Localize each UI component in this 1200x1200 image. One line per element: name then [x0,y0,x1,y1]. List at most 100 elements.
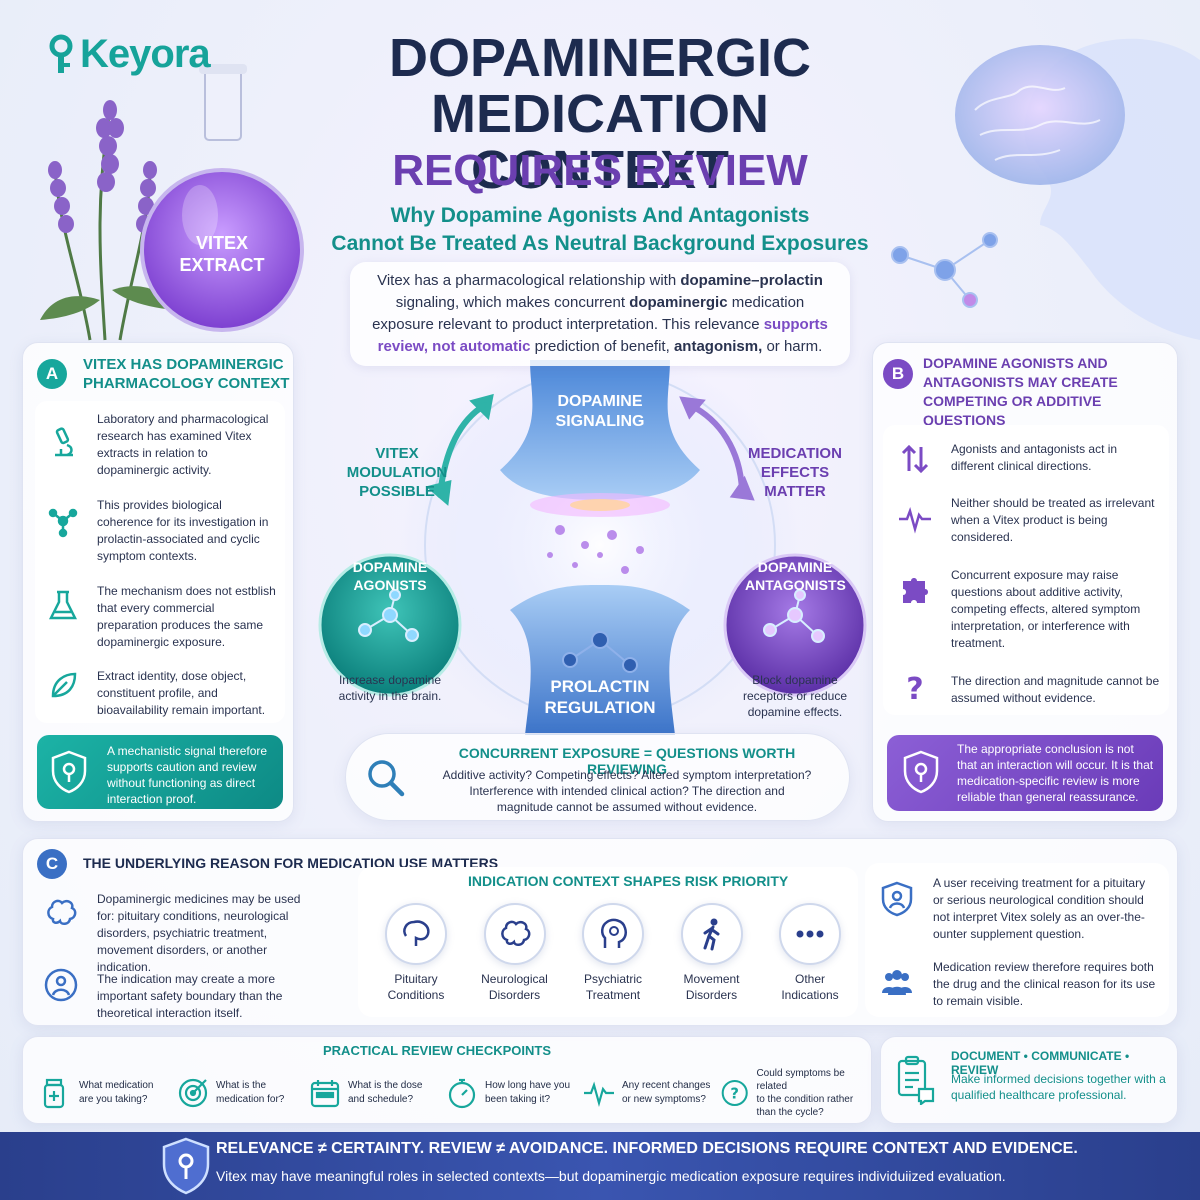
checkpoint-line: How long have you [485,1080,571,1091]
flask-icon [48,590,78,620]
intro-bold: dopaminergic [629,294,728,311]
checkpoint-text: What is the medication for? [216,1079,284,1107]
panel-b-item-2: Neither should be treated as irrelevant … [951,496,1155,544]
panel-a-callout: A mechanistic signal therefore supports … [37,735,283,809]
psychiatric-head-icon [582,903,644,965]
panel-a-title-line-1: VITEX HAS DOPAMINERGIC [83,356,284,373]
indication-label: Conditions [387,988,445,1002]
subtitle-line-1: Why Dopamine Agonists And Antagonists [390,204,810,227]
document-text: Make informed decisions together with a … [951,1072,1166,1102]
synapse-bottom-label: PROLACTIN REGULATION [544,677,656,717]
shield-icon [51,750,87,794]
panel-a-item-1: Laboratory and pharmacological research … [97,412,269,477]
neurological-brain-icon [483,903,546,965]
panel-b-title-line-2: ANTAGONISTS MAY CREATE [923,374,1118,390]
pulse-icon [584,1081,614,1108]
checkpoint-item[interactable]: How long have you been taking it? [445,1067,575,1119]
question-icon: ? [906,672,923,705]
checkpoints-list: What medication are you taking? What is t… [39,1067,869,1119]
antagonists-description: Block dopamine receptors or reduce dopam… [742,673,848,719]
stopwatch-icon [448,1078,476,1109]
indication-item[interactable]: Neurological Disorders [467,903,563,1003]
indication-list: Pituitary Conditions Neurological Disord… [368,903,858,1003]
intro-highlight: supports review, [377,316,828,355]
svg-text:?: ? [730,1086,739,1103]
concurrent-text: Additive activity? Competing effects? Al… [422,767,832,815]
lavender-plant-illustration [40,100,175,341]
flask-label-line-1: VITEX [195,233,248,253]
title-line-2: MEDICATION CONTEXT [431,84,769,200]
checkpoint-line: What is the dose [348,1080,423,1091]
logo-text: Keyora [80,32,211,76]
up-down-arrows-icon [901,444,929,474]
pill-bottle-icon [43,1078,65,1109]
indication-label: Disorders [685,988,738,1002]
leaf-icon [51,672,77,698]
flask-label-line-2: EXTRACT [179,255,265,275]
panel-b-callout-text: The appropriate conclusion is not that a… [957,742,1154,804]
panel-b-item-3: Concurrent exposure may raise questions … [951,568,1141,650]
checkpoint-line: been taking it? [485,1094,551,1105]
checkpoint-line: to the condition rather [756,1094,854,1105]
panel-c-right-item-2: Medication review therefore requires bot… [933,960,1156,1008]
intro-text: medication exposure relevant to product … [372,294,805,333]
title-line-3: REQUIRES REVIEW [392,146,808,195]
intro-text: Vitex has a pharmacological relationship… [377,272,681,289]
panel-a: A VITEX HAS DOPAMINERGIC PHARMACOLOGY CO… [22,342,294,822]
title-line-1: DOPAMINERGIC [388,28,811,88]
heartbeat-icon [899,506,931,534]
svg-text:?: ? [906,672,923,705]
indication-title: INDICATION CONTEXT SHAPES RISK PRIORITY [468,873,789,889]
intro-text: signaling, which makes concurrent [395,294,630,311]
footer-line-1: RELEVANCE ≠ CERTAINTY. REVIEW ≠ AVOIDANC… [216,1140,1078,1157]
panel-a-title: VITEX HAS DOPAMINERGIC PHARMACOLOGY CONT… [83,355,289,393]
intro-bold: antagonism, [673,338,763,355]
panel-c: C THE UNDERLYING REASON FOR MEDICATION U… [22,838,1178,1026]
calendar-icon [310,1080,340,1108]
logo-key-icon [48,33,78,77]
intro-bold: dopamine–prolactin [680,272,823,289]
concurrent-exposure-box: CONCURRENT EXPOSURE = QUESTIONS WORTH RE… [345,733,850,821]
checkpoint-text: How long have you been taking it? [485,1079,570,1107]
brain-head-illustration [891,38,1200,340]
indication-label: Movement [683,972,740,986]
checkpoint-line: medication for? [216,1094,285,1105]
checkpoint-line: What medication [79,1080,154,1091]
checkpoint-line: Any recent changes [622,1080,711,1091]
clipboard-chat-icon [897,1055,935,1105]
checkpoints-title: PRACTICAL REVIEW CHECKPOINTS [323,1043,551,1058]
checkpoint-item[interactable]: What is the medication for? [176,1067,301,1119]
checkpoint-line: What is the [216,1080,267,1091]
vitex-modulation-label: VITEX MODULATION POSSIBLE [346,445,448,500]
checkpoint-item[interactable]: What medication are you taking? [39,1067,169,1119]
concurrent-line-2: Interference with intended clinical acti… [469,784,785,798]
indication-label: Indications [781,988,839,1002]
indication-item[interactable]: Other Indications [762,903,858,1003]
checkpoints-panel: PRACTICAL REVIEW CHECKPOINTS What medica… [22,1036,872,1124]
target-icon [178,1078,208,1108]
checkpoint-line: and schedule? [348,1094,414,1105]
indication-item[interactable]: Psychiatric Treatment [565,903,661,1003]
concurrent-title: CONCURRENT EXPOSURE = QUESTIONS WORTH RE… [458,745,796,777]
checkpoint-line: are you taking? [79,1094,148,1105]
indication-label: Other [794,972,825,986]
panel-a-item-4: Extract identity, dose object, constitue… [97,669,266,717]
indication-item[interactable]: Movement Disorders [664,903,760,1003]
checkpoint-text: What medication are you taking? [79,1079,153,1107]
brand-logo[interactable]: Keyora [48,32,211,77]
molecule-icon [48,508,78,538]
indication-label: Neurological [481,972,548,986]
indication-item[interactable]: Pituitary Conditions [368,903,464,1003]
shield-user-icon [881,881,913,917]
synapse-illustration [500,360,700,735]
panel-c-right-item-1: A user receiving treatment for a pituita… [933,876,1146,941]
panel-c-badge: C [37,849,67,879]
pituitary-icon [385,903,447,965]
panel-b-title-line-1: DOPAMINE AGONISTS AND [923,355,1108,371]
panel-a-callout-text: A mechanistic signal therefore supports … [107,744,268,806]
more-dots-icon [779,903,841,965]
checkpoint-item[interactable]: What is the dose and schedule? [308,1067,438,1119]
